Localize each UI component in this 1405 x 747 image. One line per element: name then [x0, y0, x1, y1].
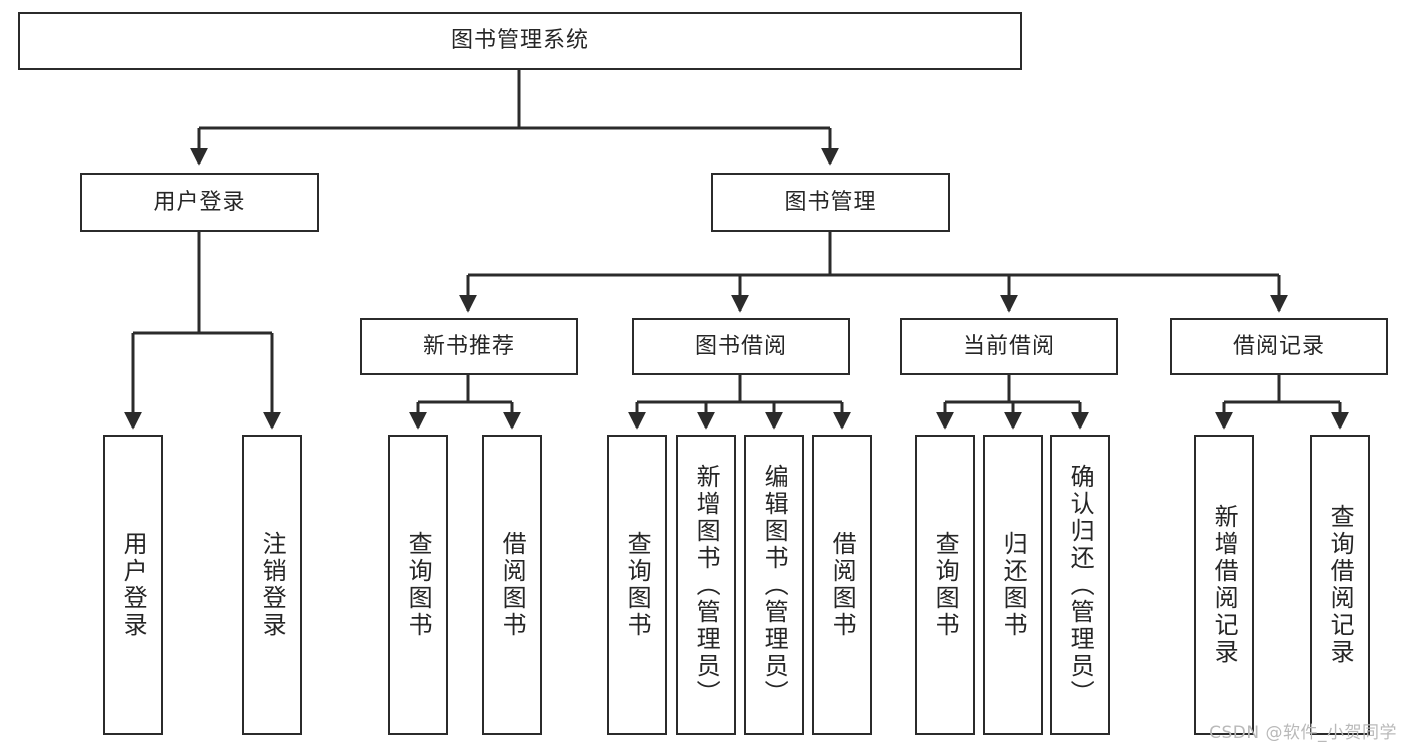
node-label: 新书推荐	[422, 333, 515, 359]
leaf-book-borrow-add[interactable]: 新增图书（管理员）	[676, 435, 736, 735]
leaf-current-borrow-return[interactable]: 归还图书	[983, 435, 1043, 735]
node-label: 借阅图书	[498, 531, 527, 639]
node-user-login[interactable]: 用户登录	[80, 173, 319, 232]
node-label: 借阅图书	[828, 531, 857, 639]
leaf-borrow-record-add[interactable]: 新增借阅记录	[1194, 435, 1254, 735]
node-label: 借阅记录	[1232, 333, 1325, 359]
node-label: 归还图书	[999, 531, 1028, 639]
node-label: 新增图书（管理员）	[692, 463, 721, 707]
node-label: 查询图书	[931, 531, 960, 639]
node-book-management[interactable]: 图书管理	[711, 173, 950, 232]
node-root-system[interactable]: 图书管理系统	[18, 12, 1022, 70]
node-label: 图书管理系统	[450, 28, 589, 54]
node-label: 当前借阅	[962, 333, 1055, 359]
leaf-book-borrow-query[interactable]: 查询图书	[607, 435, 667, 735]
leaf-new-book-borrow[interactable]: 借阅图书	[482, 435, 542, 735]
node-label: 查询图书	[623, 531, 652, 639]
leaf-current-borrow-confirm-return[interactable]: 确认归还（管理员）	[1050, 435, 1110, 735]
leaf-book-borrow-borrow[interactable]: 借阅图书	[812, 435, 872, 735]
node-current-borrow[interactable]: 当前借阅	[900, 318, 1118, 375]
node-label: 编辑图书（管理员）	[760, 463, 789, 707]
node-label: 图书借阅	[694, 333, 787, 359]
node-borrow-record[interactable]: 借阅记录	[1170, 318, 1388, 375]
node-new-book-recommend[interactable]: 新书推荐	[360, 318, 578, 375]
leaf-new-book-query[interactable]: 查询图书	[388, 435, 448, 735]
leaf-borrow-record-query[interactable]: 查询借阅记录	[1310, 435, 1370, 735]
node-label: 用户登录	[153, 189, 246, 215]
node-book-borrow[interactable]: 图书借阅	[632, 318, 850, 375]
node-label: 确认归还（管理员）	[1066, 463, 1095, 707]
leaf-user-login-login[interactable]: 用户登录	[103, 435, 163, 735]
node-label: 图书管理	[784, 189, 877, 215]
leaf-user-login-logout[interactable]: 注销登录	[242, 435, 302, 735]
leaf-book-borrow-edit[interactable]: 编辑图书（管理员）	[744, 435, 804, 735]
node-label: 查询借阅记录	[1326, 504, 1355, 666]
node-label: 注销登录	[258, 531, 287, 639]
node-label: 用户登录	[119, 531, 148, 639]
leaf-current-borrow-query[interactable]: 查询图书	[915, 435, 975, 735]
node-label: 新增借阅记录	[1210, 504, 1239, 666]
node-label: 查询图书	[404, 531, 433, 639]
watermark: CSDN @软件_小贺同学	[1209, 723, 1397, 743]
